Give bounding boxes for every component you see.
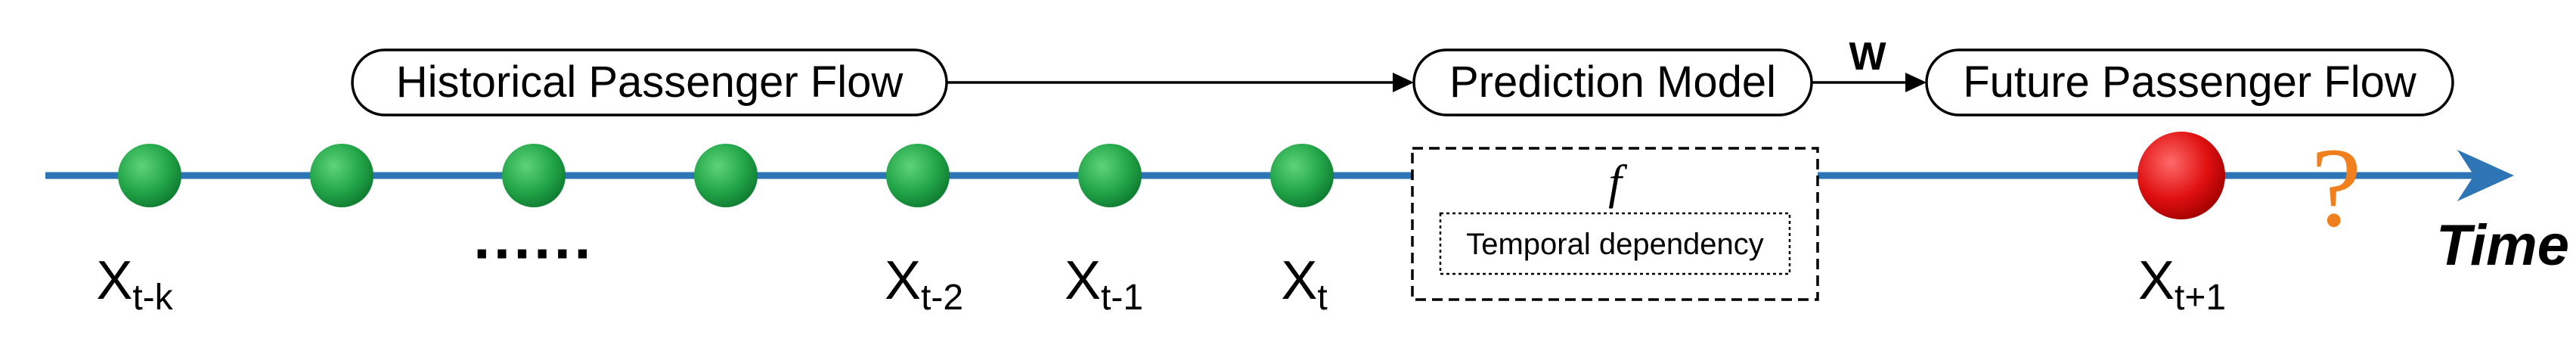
node-label-t: Xt bbox=[1281, 250, 1327, 318]
timeline-arrowhead bbox=[2457, 150, 2514, 201]
node-label-t-2: Xt-2 bbox=[885, 250, 963, 318]
history-node-4 bbox=[694, 144, 758, 207]
time-label: Time bbox=[2436, 213, 2569, 278]
history-node-2 bbox=[310, 144, 374, 207]
model-to-future-arrowhead bbox=[1905, 73, 1927, 92]
node-label-t-1: Xt-1 bbox=[1065, 250, 1143, 318]
future-flow-label: Future Passenger Flow bbox=[1963, 57, 2417, 107]
history-node-1 bbox=[118, 144, 181, 207]
temporal-dependency-label: Temporal dependency bbox=[1466, 228, 1764, 261]
unknown-marker: ? bbox=[2311, 125, 2362, 250]
prediction-model-label: Prediction Model bbox=[1449, 57, 1776, 107]
weight-label: W bbox=[1849, 35, 1886, 79]
node-label-t-plus-1: Xt+1 bbox=[2138, 250, 2226, 318]
history-node-3 bbox=[502, 144, 566, 207]
history-node-5 bbox=[886, 144, 950, 207]
node-label-t-k: Xt-k bbox=[96, 250, 173, 318]
history-to-model-arrowhead bbox=[1393, 73, 1414, 92]
history-node-7 bbox=[1270, 144, 1334, 207]
future-node bbox=[2137, 132, 2225, 219]
temporal-dependency-box bbox=[1439, 212, 1791, 275]
ellipsis: ······ bbox=[473, 219, 594, 287]
history-node-6 bbox=[1078, 144, 1142, 207]
historical-flow-label: Historical Passenger Flow bbox=[396, 57, 904, 107]
